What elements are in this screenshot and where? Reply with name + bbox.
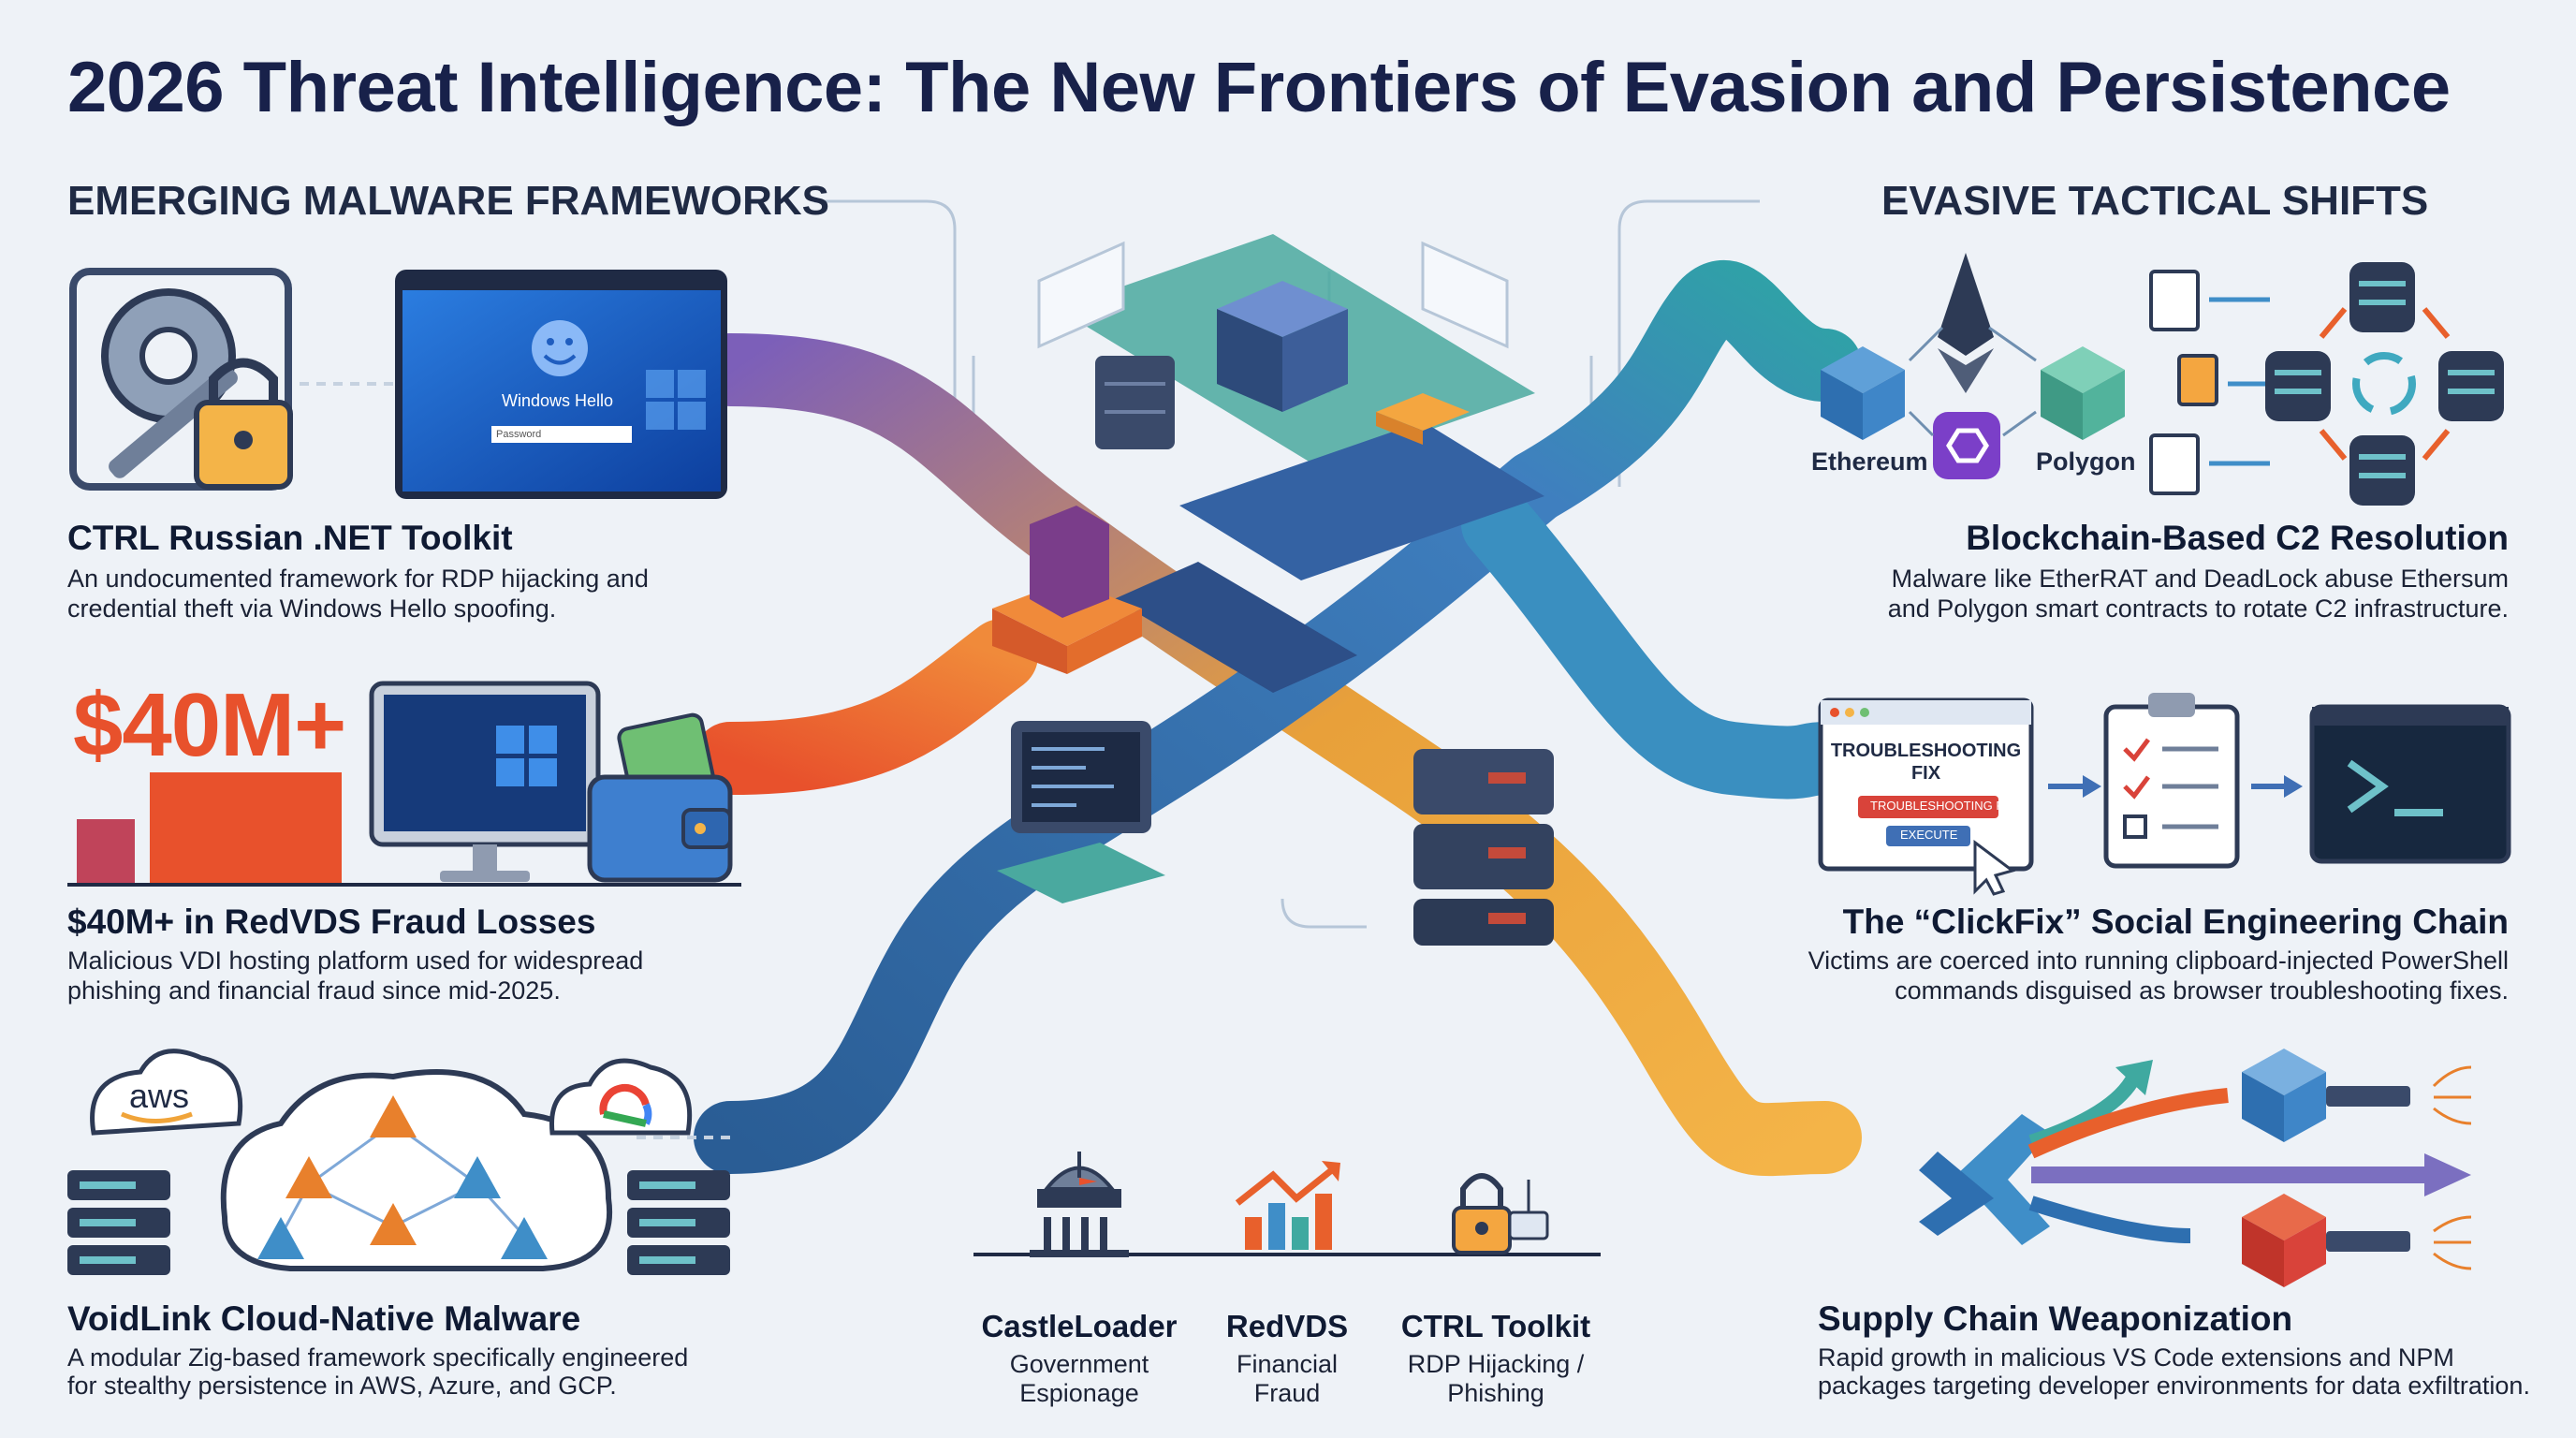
legend-sub: Fraud — [1253, 1379, 1321, 1407]
right-item-3-desc-2: packages targeting developer environment… — [1818, 1372, 2530, 1400]
left-item-1-desc-2: credential theft via Windows Hello spoof… — [67, 594, 557, 623]
flow-paths — [694, 260, 1862, 1177]
gear-padlock-illustration — [69, 268, 293, 491]
troubleshooting-button[interactable]: EXECUTE — [1900, 828, 1958, 842]
cloud-network-illustration — [67, 1049, 730, 1275]
padlock-icon — [1452, 1173, 1549, 1255]
left-item-2-desc-2: phishing and financial fraud since mid-2… — [67, 976, 561, 1005]
wallet-illustration — [587, 712, 733, 883]
polygon-label: Polygon — [2036, 448, 2136, 476]
troubleshooting-title: TROUBLESHOOTING FIX — [1830, 741, 2022, 784]
legend-item-ctrl-toolkit: CTRL Toolkit RDP Hijacking / Phishing — [1383, 1309, 1608, 1408]
bar-chart-up-icon — [1235, 1161, 1340, 1250]
legend-sub: Financial — [1236, 1350, 1339, 1378]
section-title-right: EVASIVE TACTICAL SHIFTS — [1881, 178, 2429, 224]
monitor-illustration — [369, 681, 601, 882]
loss-bars — [67, 772, 741, 887]
legend-sub: Phishing — [1447, 1379, 1544, 1407]
supply-chain-illustration — [1919, 1049, 2472, 1287]
document-database-illustration — [2149, 262, 2504, 506]
left-item-2-heading: $40M+ in RedVDS Fraud Losses — [67, 902, 596, 941]
right-item-1-desc-1: Malware like EtherRAT and DeadLock abuse… — [1891, 565, 2509, 593]
windows-hello-label: Windows Hello — [502, 391, 614, 410]
legend-heading: CTRL Toolkit — [1400, 1309, 1591, 1343]
left-item-2-desc-1: Malicious VDI hosting platform used for … — [67, 946, 644, 975]
capitol-icon — [1030, 1152, 1129, 1257]
legend-sub: Espionage — [1019, 1379, 1139, 1407]
legend-heading: CastleLoader — [981, 1309, 1178, 1343]
windows-hello-window — [395, 270, 727, 499]
password-placeholder: Password — [496, 429, 542, 440]
left-item-3-desc-2: for stealthy persistence in AWS, Azure, … — [67, 1372, 617, 1400]
left-item-1-desc-1: An undocumented framework for RDP hijack… — [67, 565, 649, 593]
ethereum-label: Ethereum — [1811, 448, 1928, 476]
right-item-2-desc-2: commands disguised as browser troublesho… — [1895, 976, 2509, 1005]
left-item-3-desc-1: A modular Zig-based framework specifical… — [67, 1343, 689, 1372]
legend-item-redvds: RedVDS Financial Fraud — [1193, 1309, 1381, 1408]
central-devices — [997, 721, 1554, 946]
legend-item-castleloader: CastleLoader Government Espionage — [967, 1309, 1192, 1408]
left-item-3-heading: VoidLink Cloud-Native Malware — [67, 1299, 581, 1338]
big-stat: $40M+ — [73, 675, 346, 775]
troubleshooting-field: TROUBLESHOOTING FIX — [1870, 799, 2015, 813]
central-platform — [992, 234, 1544, 693]
right-item-1-heading: Blockchain-Based C2 Resolution — [1966, 519, 2509, 557]
right-item-3-desc-1: Rapid growth in malicious VS Code extens… — [1818, 1343, 2454, 1372]
clickfix-illustration — [1818, 693, 2511, 896]
right-item-2-heading: The “ClickFix” Social Engineering Chain — [1842, 902, 2509, 941]
aws-label: aws — [129, 1077, 190, 1115]
legend-sub: RDP Hijacking / — [1407, 1350, 1585, 1378]
right-item-3-heading: Supply Chain Weaponization — [1818, 1299, 2293, 1338]
right-item-1-desc-2: and Polygon smart contracts to rotate C2… — [1887, 594, 2509, 623]
page-title: 2026 Threat Intelligence: The New Fronti… — [67, 48, 2451, 127]
blockchain-illustration — [1821, 253, 2125, 479]
left-item-1-heading: CTRL Russian .NET Toolkit — [67, 519, 513, 557]
legend-heading: RedVDS — [1225, 1309, 1349, 1343]
section-title-left: EMERGING MALWARE FRAMEWORKS — [67, 178, 829, 224]
right-item-2-desc-1: Victims are coerced into running clipboa… — [1808, 946, 2509, 975]
legend-sub: Government — [1009, 1350, 1149, 1378]
